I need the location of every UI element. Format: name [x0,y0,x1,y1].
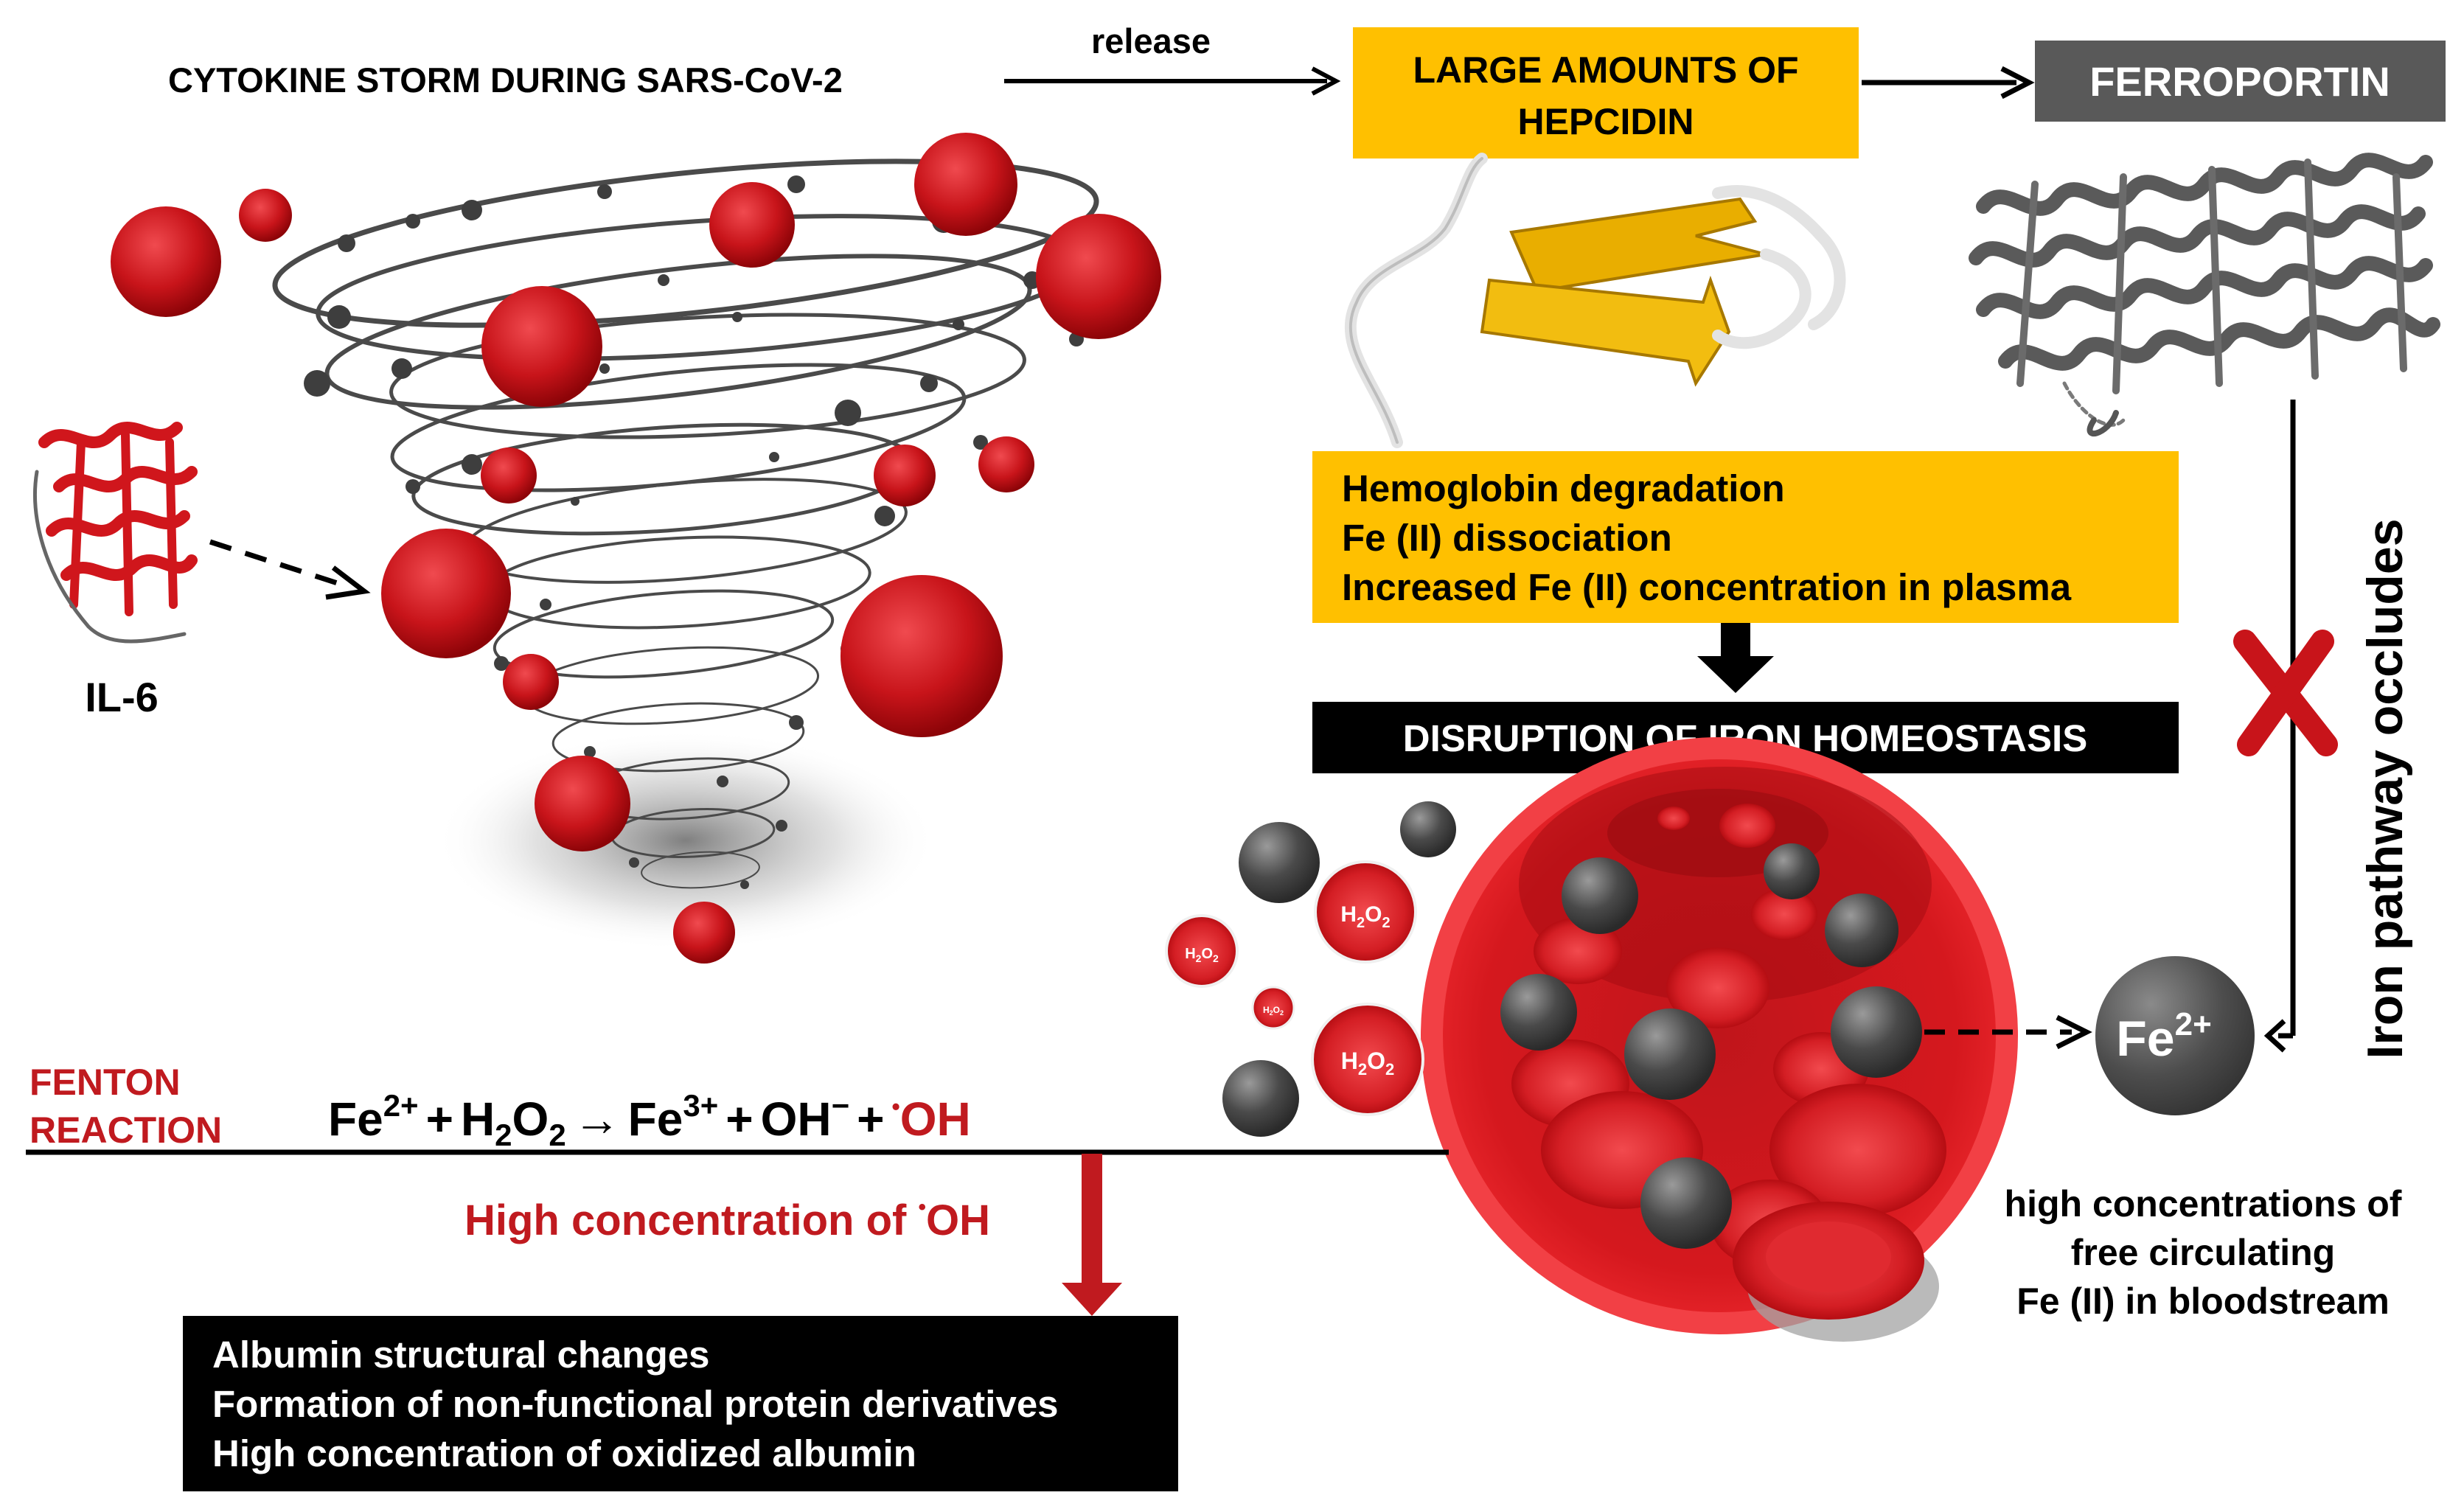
hemoglobin-down-arrow-head [1697,656,1774,693]
fenton-label-line-1: FENTON [29,1062,181,1103]
x-mark-icon [2233,630,2338,756]
il6-protein-icon [33,422,198,644]
iron-spheres-in-vessel [1500,843,1922,1249]
h2o2-cell-icon [1165,860,1424,1116]
hemoglobin-line-3: Increased Fe (II) concentration in plasm… [1342,566,2072,608]
hemoglobin-box [1312,451,2179,623]
blood-vessel-icon [1421,737,2018,1342]
albumin-line-2: Formation of non-functional protein deri… [212,1383,1059,1425]
hemoglobin-line-2: Fe (II) dissociation [1342,517,1672,559]
hepcidin-line-2: HEPCIDIN [1518,101,1694,142]
high-oh-down-arrow [1082,1154,1102,1286]
ferroportin-label: FERROPORTIN [2089,58,2390,105]
hepcidin-box [1353,27,1859,158]
cytokine-storm-label: CYTOKINE STORM DURING SARS-CoV-2 [168,60,843,100]
free-iron-note-line-1: high concentrations of [2005,1183,2402,1224]
albumin-box [183,1316,1178,1491]
free-iron-note-line-2: free circulating [2071,1232,2335,1273]
hepcidin-line-1: LARGE AMOUNTS OF [1413,49,1798,91]
albumin-line-3: High concentration of oxidized albumin [212,1432,916,1474]
fe2-sphere [2095,956,2255,1115]
fe2-sphere-label: Fe2+ [2116,1006,2212,1067]
ferroportin-pathway-arrow-head [2263,1019,2286,1053]
il6-label: IL-6 [85,674,159,720]
ferroportin-box [2035,41,2446,122]
vessel-to-fe-arrow-head [2056,1014,2092,1050]
hepcidin-protein-icon [1344,153,1846,448]
release-label: release [1091,21,1211,60]
hemoglobin-line-1: Hemoglobin degradation [1342,467,1785,509]
iron-pathway-label: Iron pathway occludes [2357,518,2413,1059]
fenton-label-line-2: REACTION [29,1109,222,1151]
il6-dashed-arrow [209,539,348,589]
fenton-equation: Fe2++H2O2→Fe3++OH−+•OH [328,1088,971,1152]
albumin-line-1: Albumin structural changes [212,1334,709,1376]
cytokine-clusters [111,133,1161,964]
high-oh-label: High concentration of •OH [464,1195,990,1244]
release-arrow-head [1311,66,1341,96]
free-iron-spheres [1222,801,1456,1137]
free-iron-note-line-3: Fe (II) in bloodstream [2016,1281,2390,1322]
hemoglobin-down-arrow [1721,623,1750,658]
h2o2-label-3: H2O2 [1263,1005,1284,1017]
h2o2-label-2: H2O2 [1185,946,1219,964]
h2o2-label-4: H2O2 [1341,1048,1395,1079]
tornado-illustration [111,133,1161,964]
high-oh-down-arrow-head [1062,1283,1122,1316]
il6-dashed-arrow-head [325,565,371,600]
ferroportin-protein-icon [1969,153,2440,436]
hepcidin-to-ferroportin-arrow-head [2000,66,2035,100]
h2o2-label-1: H2O2 [1340,902,1390,931]
